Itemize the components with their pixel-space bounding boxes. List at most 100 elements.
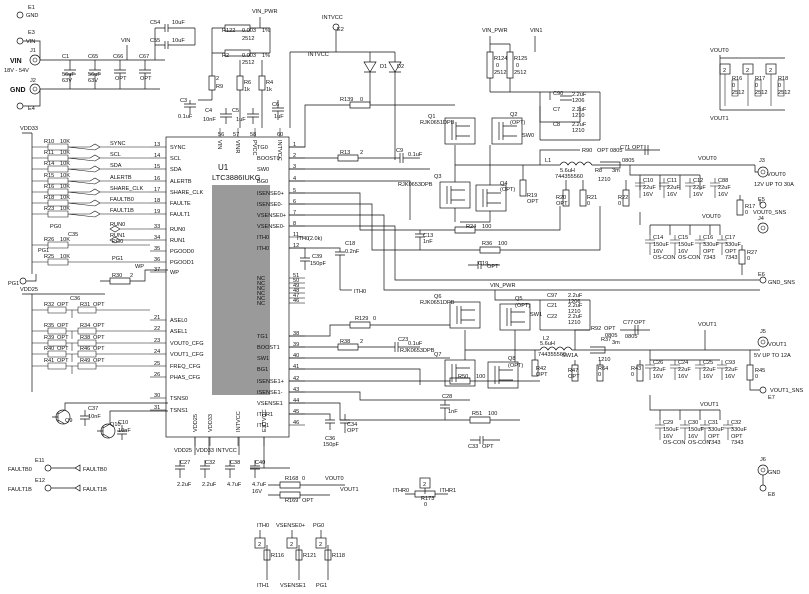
u1-ref: U1 bbox=[218, 163, 229, 172]
intvcc-bottom-label: INTVCC bbox=[216, 448, 237, 454]
power-stage-1: VIN_PWR C97 2.2uF 1206 C21 2.2uF 1210 C2… bbox=[289, 283, 804, 498]
u1-pin-45-num: 45 bbox=[293, 409, 299, 415]
u1-pin-sda-label: SDA bbox=[170, 167, 182, 173]
svg-text:1k: 1k bbox=[266, 87, 272, 93]
svg-text:150pF: 150pF bbox=[323, 442, 339, 448]
e3-terminal[interactable] bbox=[16, 37, 24, 45]
svg-text:56uF: 56uF bbox=[88, 72, 101, 78]
r47-ref: R47 bbox=[568, 368, 578, 374]
u1-pin-ithr1-45-label: ITHR1 bbox=[257, 412, 273, 418]
r6-ref: R6 bbox=[244, 80, 251, 86]
j4-connector[interactable] bbox=[757, 222, 769, 234]
j1-connector[interactable] bbox=[29, 54, 41, 66]
pg-jumper[interactable]: PG0 2 R118 PG1 bbox=[313, 523, 345, 589]
c93-val: 22uF bbox=[725, 367, 738, 373]
cfg-r38-ref: R38 bbox=[80, 335, 90, 341]
u1-pin-freq_cfg-label: FREQ_CFG bbox=[170, 364, 200, 370]
cfg-r49-ref: R49 bbox=[80, 358, 90, 364]
j6-connector[interactable] bbox=[757, 464, 769, 476]
r36-ref: R36 bbox=[482, 241, 492, 247]
r51-ref: R51 bbox=[472, 411, 482, 417]
svg-text:(OPT): (OPT) bbox=[500, 187, 515, 193]
r43-ref: R43 bbox=[631, 366, 641, 372]
sw1a-node: SW1A bbox=[562, 353, 578, 359]
u1-pin-11-num: 11 bbox=[293, 232, 299, 238]
e7-ref: E7 bbox=[768, 395, 775, 401]
r124-ref: R124 bbox=[494, 56, 507, 62]
u1-pin-sw1-40-label: SW1 bbox=[257, 356, 269, 362]
r64-ref: R64 bbox=[598, 366, 608, 372]
c3-ref: C3 bbox=[180, 98, 187, 104]
svg-text:PG0: PG0 bbox=[313, 523, 324, 529]
svg-text:4.7uF: 4.7uF bbox=[252, 482, 267, 488]
u1-pin-isense0-5-label: ISENSE0+ bbox=[257, 191, 284, 197]
q7-ref: Q7 bbox=[434, 352, 441, 358]
ith0-jumper[interactable]: ITH0 2 R116 ITH1 bbox=[254, 523, 284, 589]
svg-text:1210: 1210 bbox=[572, 113, 584, 119]
e1-terminal[interactable] bbox=[16, 11, 24, 19]
pg1-test-point[interactable] bbox=[19, 277, 27, 285]
u1-pin-2-num: 2 bbox=[293, 153, 296, 159]
svg-text:10uF: 10uF bbox=[172, 38, 185, 44]
c10-tsns-ref: C10 bbox=[118, 420, 128, 426]
svg-text:2: 2 bbox=[258, 542, 261, 548]
u1-pin-asel1-label: ASEL1 bbox=[170, 329, 187, 335]
svg-text:744355560: 744355560 bbox=[555, 174, 583, 180]
c8-ref: C8 bbox=[553, 122, 560, 128]
q9-ref: Q9 bbox=[65, 418, 72, 424]
svg-text:3m: 3m bbox=[612, 340, 620, 346]
vdd33-bottom-label: VDD33 bbox=[196, 448, 214, 454]
r168-ref: R168 bbox=[285, 476, 298, 482]
u1-pin-isense1-42-label: ISENSE1+ bbox=[257, 379, 284, 385]
c11-rating: 16V bbox=[667, 192, 677, 198]
j2-connector[interactable] bbox=[29, 83, 41, 95]
vout0-bulk-label: VOUT0 bbox=[702, 214, 721, 220]
u1-pin-36-num: 36 bbox=[154, 257, 160, 263]
c90-ref: C90 bbox=[553, 91, 563, 97]
u1-part: LTC3886IUKG bbox=[212, 173, 261, 182]
c93-rating: 16V bbox=[725, 374, 735, 380]
c77-ref: C77 bbox=[623, 320, 633, 326]
svg-text:2.2uF: 2.2uF bbox=[572, 107, 587, 113]
c15-rating: 16V bbox=[678, 249, 688, 255]
r19-ref: R19 bbox=[527, 193, 537, 199]
e7-terminal[interactable] bbox=[759, 386, 767, 394]
cfg-r31-ref: R31 bbox=[80, 302, 90, 308]
vout0-sns-label: VOUT0_SNS bbox=[753, 210, 787, 216]
e12-ref: E12 bbox=[35, 478, 45, 484]
jumper-r17-ref: R17 bbox=[755, 76, 765, 82]
e4-terminal[interactable] bbox=[16, 102, 24, 110]
j5-connector[interactable] bbox=[757, 336, 769, 348]
pullup-r15-val: 10K bbox=[60, 173, 70, 179]
svg-text:2.2uF: 2.2uF bbox=[568, 303, 583, 309]
svg-text:2512: 2512 bbox=[514, 70, 526, 76]
c19-ref: C19 bbox=[478, 261, 488, 267]
u1-pin-tg1-38-label: TG1 bbox=[257, 334, 268, 340]
u1-pin-nc-48-label: NC bbox=[257, 291, 265, 297]
ithr1-tag: ITHR1 bbox=[440, 488, 456, 494]
vin-pwr-label: VIN_PWR bbox=[482, 28, 508, 34]
u1-pin-46-num: 46 bbox=[293, 420, 299, 426]
vin-rail-label: VIN bbox=[121, 38, 130, 44]
e6-terminal[interactable] bbox=[759, 276, 767, 284]
svg-text:2.2uF: 2.2uF bbox=[572, 92, 587, 98]
vsense-jumper[interactable]: VSENSE0+ 2 R121 VSENSE1 bbox=[276, 523, 316, 589]
c36-ref: C36 bbox=[70, 296, 80, 302]
e11-terminal[interactable] bbox=[44, 464, 52, 472]
pg-r26-val: 10K bbox=[60, 237, 70, 243]
c65-ref: C65 bbox=[88, 54, 98, 60]
u1-pin-isense1-43-label: ISENSE1- bbox=[257, 390, 283, 396]
u1-bottom-pin-vdd25: VDD25 bbox=[193, 414, 199, 432]
cfg-r46-val: OPT bbox=[93, 346, 105, 352]
e8-terminal[interactable] bbox=[759, 484, 767, 492]
q6-ref: Q6 bbox=[434, 294, 441, 300]
e12-terminal[interactable] bbox=[44, 484, 52, 492]
u1-pin-wp-label: WP bbox=[170, 270, 179, 276]
c16-type: 7343 bbox=[703, 255, 715, 261]
pullup-r14-ref: R14 bbox=[44, 161, 54, 167]
svg-text:R121: R121 bbox=[303, 553, 316, 559]
svg-text:4.7uF: 4.7uF bbox=[227, 482, 242, 488]
svg-text:2: 2 bbox=[130, 273, 133, 279]
